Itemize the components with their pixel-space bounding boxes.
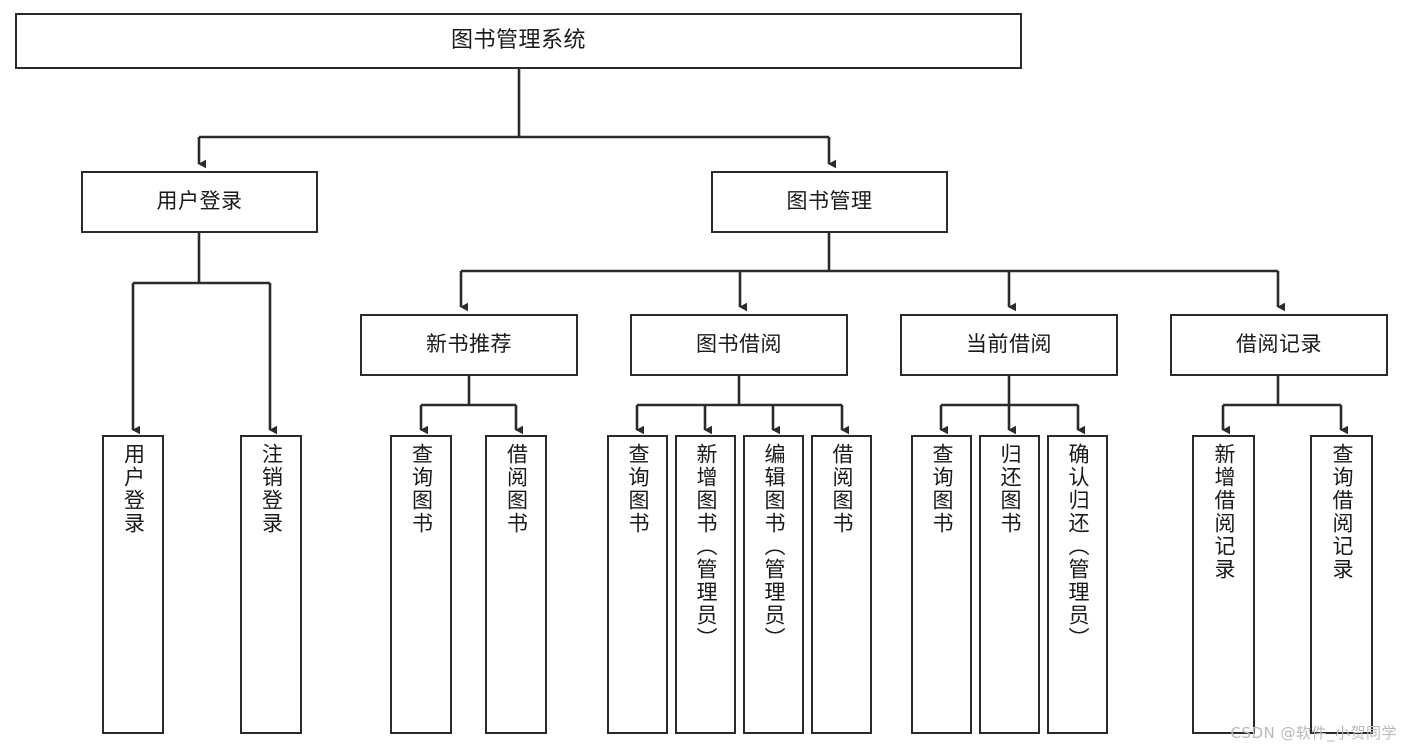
node-book-management[interactable]: 图书管理 <box>711 171 948 233</box>
node-label: 用户登录 <box>156 189 243 214</box>
leaf-user-login-logout[interactable]: 注销登录 <box>240 435 302 734</box>
node-new-book-recommend[interactable]: 新书推荐 <box>360 314 578 376</box>
node-label: 图书管理系统 <box>450 27 586 53</box>
leaf-label: 用户登录 <box>121 443 146 535</box>
node-label: 图书借阅 <box>696 332 782 357</box>
node-label: 新书推荐 <box>426 332 512 357</box>
leaf-user-login-user-login[interactable]: 用户登录 <box>102 435 164 734</box>
node-borrow-record[interactable]: 借阅记录 <box>1170 314 1388 376</box>
leaf-label: 查询图书 <box>930 443 954 535</box>
node-label: 图书管理 <box>786 189 873 214</box>
leaf-label: 查询借阅记录 <box>1330 443 1354 581</box>
node-user-login[interactable]: 用户登录 <box>81 171 318 233</box>
leaf-label: 借阅图书 <box>830 443 854 535</box>
leaf-label: 查询图书 <box>626 443 650 535</box>
node-current-borrow[interactable]: 当前借阅 <box>900 314 1118 376</box>
leaf-book-borrow-edit-book-admin[interactable]: 编辑图书（管理员） <box>743 435 804 734</box>
leaf-borrow-record-query-record[interactable]: 查询借阅记录 <box>1310 435 1373 734</box>
leaf-borrow-record-add-record[interactable]: 新增借阅记录 <box>1192 435 1255 734</box>
leaf-book-borrow-add-book-admin[interactable]: 新增图书（管理员） <box>675 435 736 734</box>
leaf-label: 新增图书（管理员） <box>694 443 718 650</box>
leaf-current-borrow-confirm-return-admin[interactable]: 确认归还（管理员） <box>1047 435 1108 734</box>
leaf-label: 编辑图书（管理员） <box>762 443 786 650</box>
leaf-book-borrow-query-book[interactable]: 查询图书 <box>607 435 668 734</box>
leaf-label: 确认归还（管理员） <box>1066 443 1090 650</box>
node-label: 借阅记录 <box>1236 332 1322 357</box>
leaf-book-borrow-borrow-book[interactable]: 借阅图书 <box>811 435 872 734</box>
leaf-new-book-rec-borrow-book[interactable]: 借阅图书 <box>485 435 547 734</box>
leaf-new-book-rec-query-book[interactable]: 查询图书 <box>390 435 452 734</box>
leaf-label: 归还图书 <box>998 443 1022 535</box>
leaf-label: 注销登录 <box>259 443 284 535</box>
node-label: 当前借阅 <box>966 332 1052 357</box>
leaf-current-borrow-return-book[interactable]: 归还图书 <box>979 435 1040 734</box>
leaf-label: 借阅图书 <box>504 443 529 535</box>
node-book-borrow[interactable]: 图书借阅 <box>630 314 848 376</box>
leaf-label: 查询图书 <box>409 443 434 535</box>
node-root-book-management-system[interactable]: 图书管理系统 <box>15 13 1022 69</box>
leaf-label: 新增借阅记录 <box>1212 443 1236 581</box>
leaf-current-borrow-query-book[interactable]: 查询图书 <box>911 435 972 734</box>
